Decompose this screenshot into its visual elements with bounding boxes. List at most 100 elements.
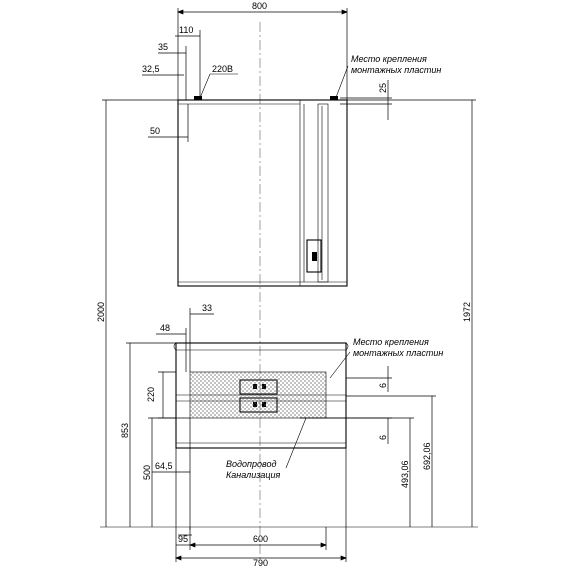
dim-25-label: 25: [378, 83, 388, 93]
dim-500: [148, 417, 176, 527]
dim-110-label: 110: [179, 25, 193, 35]
dim-220-label: 220: [146, 387, 156, 402]
dim-48-label: 48: [160, 323, 170, 333]
dim-35-label: 35: [158, 42, 168, 52]
hatch-line: [215, 371, 263, 419]
dim-853-label: 853: [120, 423, 130, 438]
mount-label-top-2: монтажных пластин: [351, 65, 441, 75]
dim-48: [156, 328, 187, 372]
hatch-line: [189, 373, 235, 419]
hatch-line: [189, 385, 223, 419]
hatch-line: [189, 401, 207, 419]
hatch-line: [287, 379, 327, 419]
mount-label-bottom-2: монтажных пластин: [353, 348, 443, 358]
dim-1972: [347, 99, 476, 527]
dim-6-top: [346, 366, 392, 392]
hatch-line: [231, 371, 279, 419]
hatch-line: [189, 389, 219, 419]
dim-64-5: [152, 418, 191, 530]
hatch-line: [189, 377, 231, 419]
dim-493-06-label: 493,06: [400, 460, 410, 488]
hatch-line: [189, 413, 195, 419]
hatch-line: [207, 371, 255, 419]
hatch-line: [299, 371, 327, 399]
hatch-line: [189, 371, 235, 417]
hatch-line: [189, 371, 203, 385]
hatch-line: [243, 371, 291, 419]
hatch-line: [189, 393, 215, 419]
hatch-line: [227, 371, 275, 419]
hatch-line: [189, 409, 199, 419]
dim-500-label: 500: [142, 465, 152, 480]
hatch-line: [189, 381, 227, 419]
hatch-line: [247, 371, 295, 419]
dim-64-5-label: 64,5: [155, 461, 173, 471]
water-leader: [285, 417, 307, 469]
dim-790: [175, 555, 347, 561]
dim-1972-label: 1972: [462, 302, 472, 322]
hatch-line: [287, 371, 327, 411]
dim-493-06: [300, 417, 414, 527]
water-label-2: Канализация: [226, 470, 280, 480]
dim-853: [126, 342, 176, 527]
dim-692-06-label: 692,06: [422, 442, 432, 470]
hatch-line: [307, 371, 327, 391]
hatch-line: [291, 371, 327, 407]
hatch-line: [189, 371, 199, 381]
hatch-line: [189, 371, 223, 405]
dim-95-label: 95: [178, 534, 188, 544]
dim-800: [177, 8, 348, 100]
mount-label-top-1: Место крепления: [351, 54, 427, 64]
dim-50: [148, 104, 189, 142]
voltage-label: 220В: [212, 64, 233, 74]
hatch-line: [239, 371, 287, 419]
hatch-line: [203, 371, 251, 419]
hatch-line: [189, 371, 207, 389]
hatch-line: [307, 399, 327, 419]
hatch-line: [267, 371, 315, 419]
hatch-line: [195, 371, 243, 419]
dim-110: [175, 30, 201, 100]
dim-6-bottom-label: 6: [378, 435, 388, 440]
hatch-line: [315, 371, 327, 383]
dim-32-5-label: 32,5: [142, 64, 160, 74]
hatch-line: [223, 371, 271, 419]
hatch-line: [189, 371, 227, 409]
hatch-line: [235, 371, 283, 419]
hatch-line: [263, 371, 311, 419]
hatch-line: [275, 371, 323, 419]
mount-leader-bottom: [329, 351, 351, 379]
dim-35: [158, 46, 187, 100]
hatch-line: [259, 371, 307, 419]
hatch-line: [323, 371, 327, 375]
dim-692-06: [346, 395, 436, 527]
hatch-line: [189, 371, 195, 377]
hatch-line: [189, 371, 211, 393]
dim-2000-label: 2000: [96, 302, 106, 322]
hatch-line: [189, 371, 231, 413]
hatch-line: [251, 371, 299, 419]
hatch-line: [189, 371, 219, 401]
hatch-line: [319, 371, 327, 379]
hatch-line: [311, 371, 327, 387]
hatch-line: [279, 371, 327, 419]
hatch-line: [189, 371, 215, 397]
dim-33-label: 33: [202, 303, 212, 313]
water-label-1: Водопровод: [226, 459, 276, 469]
voltage-leader: [199, 73, 211, 99]
dim-600: [189, 527, 327, 550]
hatch-line: [191, 371, 239, 419]
hatch-line: [211, 371, 259, 419]
mount-leader-top: [334, 65, 349, 101]
dim-95: [175, 448, 347, 562]
hatch-line: [255, 371, 303, 419]
dim-600-label: 600: [253, 534, 268, 544]
dim-50-label: 50: [150, 126, 160, 136]
mount-label-bottom-1: Место крепления: [353, 337, 429, 347]
hatch-line: [303, 371, 327, 395]
hatch-line: [189, 397, 211, 419]
hatch-line: [189, 405, 203, 419]
hatch-line: [315, 407, 327, 419]
hatch-line: [303, 395, 327, 419]
